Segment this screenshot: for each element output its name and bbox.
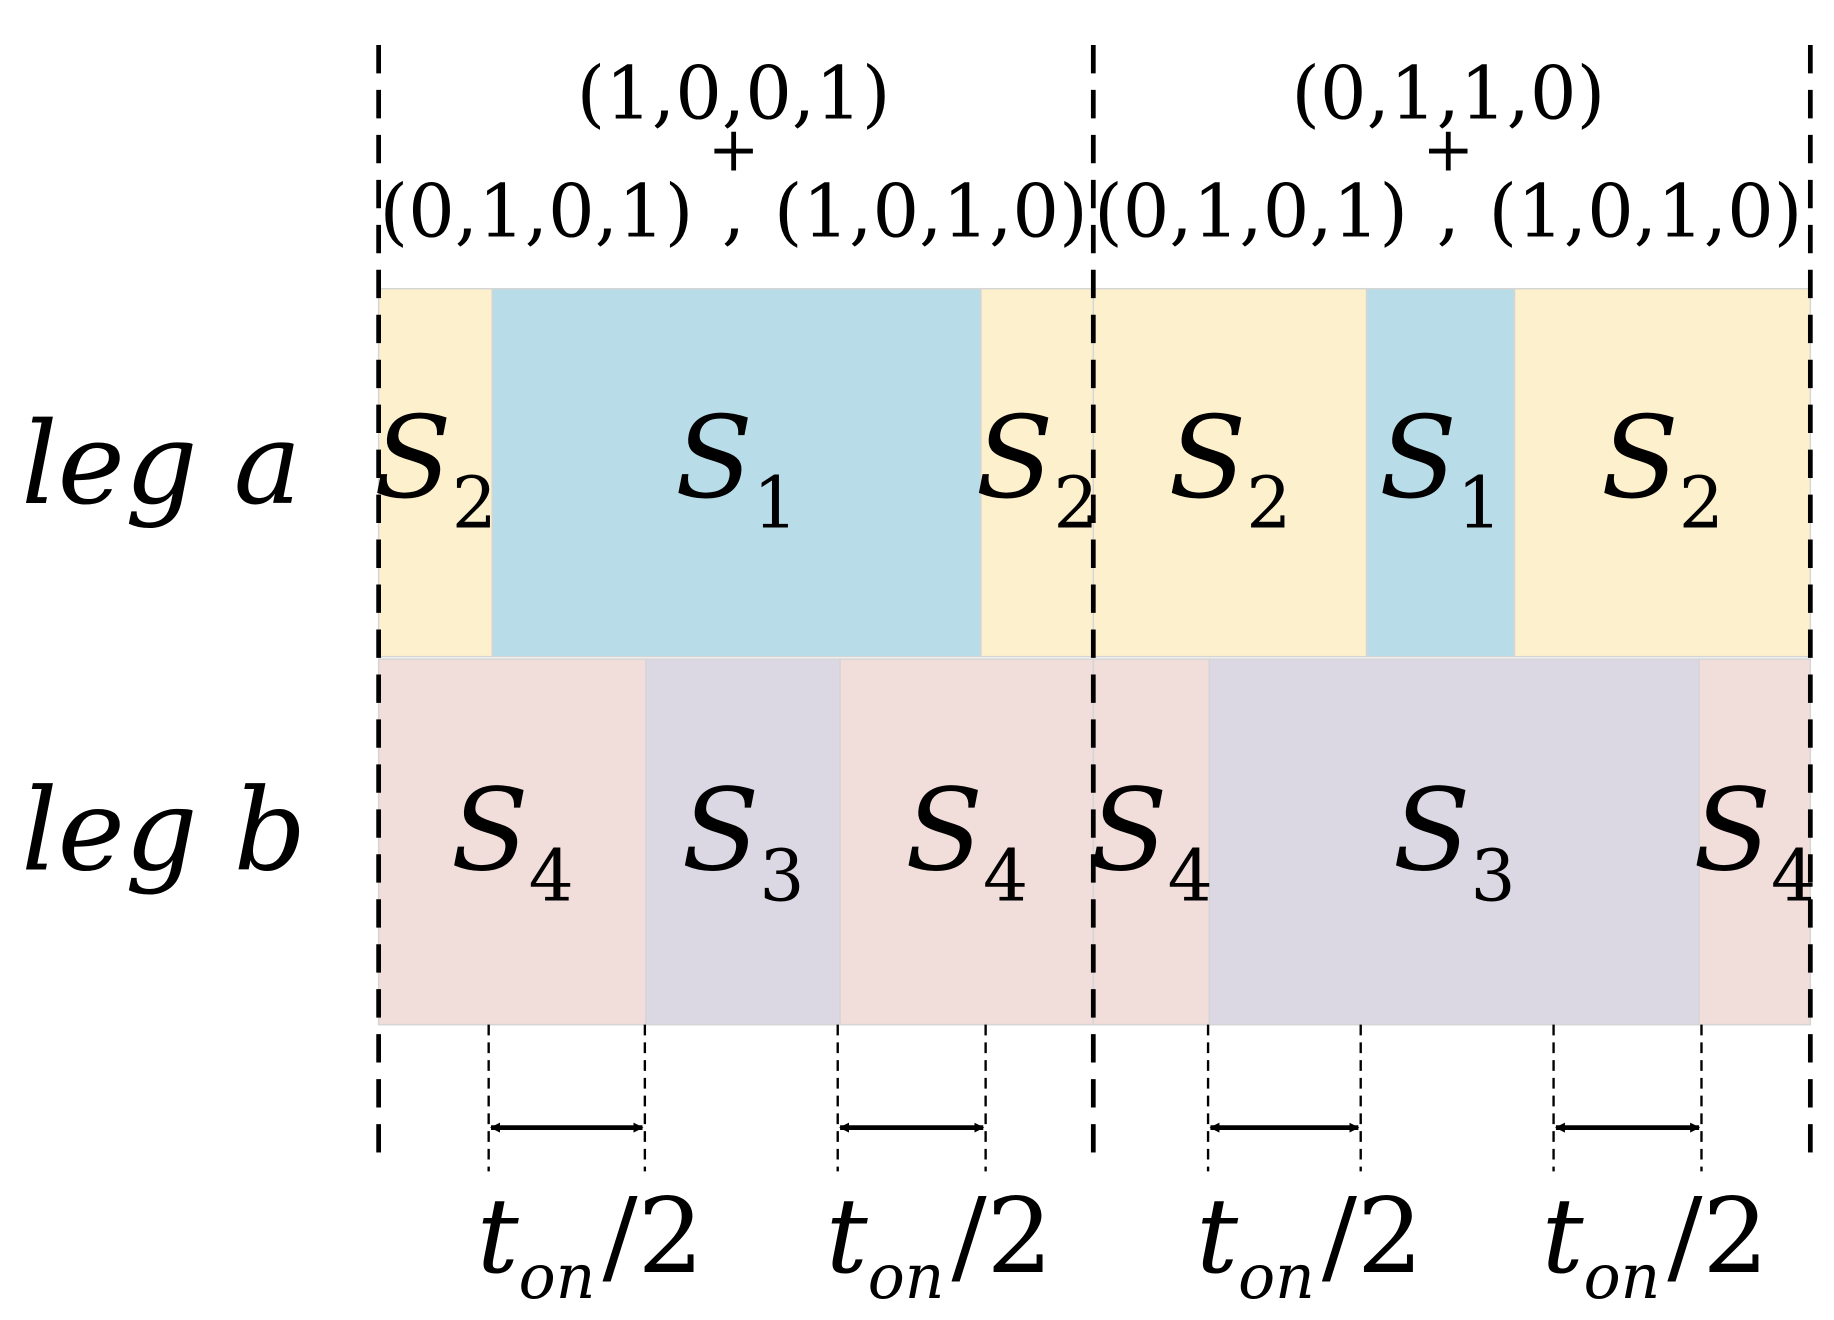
interval-label-1: ton/2 — [477, 1175, 704, 1313]
leg-b-switch-6-label: S4 — [1693, 765, 1816, 918]
period-2-state-right: (1,0,1,0) — [1488, 170, 1802, 255]
leg-a-switch-5-label: S1 — [1379, 392, 1502, 545]
leg-a-label: leg a — [21, 398, 301, 530]
period-1-state-left: (0,1,0,1) — [379, 170, 693, 255]
period-2-state-left: (0,1,0,1) — [1094, 170, 1408, 255]
period-2-plus-sign: + — [1422, 113, 1474, 185]
leg-a-switch-4-label: S2 — [1168, 392, 1291, 545]
leg-a-switch-6-label: S2 — [1601, 392, 1724, 545]
period-1-plus-sign: + — [708, 113, 760, 185]
period-1-comma: , — [722, 170, 745, 255]
leg-b-cell-2 — [645, 658, 841, 1026]
period-2-comma: , — [1437, 170, 1460, 255]
leg-b-switch-3-label: S4 — [905, 765, 1028, 918]
leg-b-switch-4-label: S4 — [1090, 765, 1213, 918]
leg-a-cell-3 — [980, 287, 1095, 658]
leg-b-switch-1-label: S4 — [451, 765, 574, 918]
leg-b-cell-1 — [377, 658, 647, 1026]
leg-a-cell-6 — [1513, 287, 1812, 658]
leg-a-switch-3-label: S2 — [976, 392, 1099, 545]
period-2-state-top: (0,1,1,0) — [1291, 51, 1605, 136]
interval-label-4: ton/2 — [1542, 1175, 1769, 1313]
leg-a-switch-1-label: S2 — [374, 392, 497, 545]
interval-label-2: ton/2 — [826, 1175, 1053, 1313]
leg-a-cell-4 — [1092, 287, 1368, 658]
leg-a-cell-2 — [491, 287, 982, 658]
leg-a-switch-2-label: S1 — [675, 392, 798, 545]
leg-b-cell-4 — [1092, 658, 1211, 1026]
leg-b-switch-2-label: S3 — [682, 765, 805, 918]
leg-a-cell-5 — [1365, 287, 1516, 658]
leg-b-label: leg b — [21, 765, 306, 897]
leg-b-cell-3 — [839, 658, 1095, 1026]
leg-a-cell-1 — [377, 287, 493, 658]
period-1-state-right: (1,0,1,0) — [774, 170, 1088, 255]
leg-b-cell-6 — [1698, 658, 1812, 1026]
leg-b-switch-5-label: S3 — [1393, 765, 1516, 918]
interval-label-3: ton/2 — [1196, 1175, 1423, 1313]
period-1-state-top: (1,0,0,1) — [577, 51, 891, 136]
